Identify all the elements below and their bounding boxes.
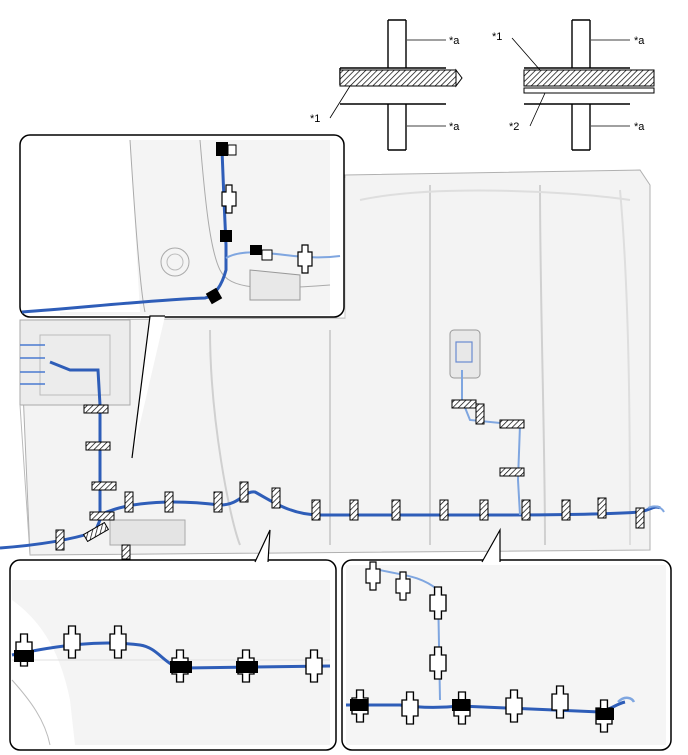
legend-left-part1: *1 bbox=[310, 113, 320, 125]
legend-right-top-a: *a bbox=[634, 35, 645, 47]
detail-callout-bottom-left bbox=[9, 559, 337, 751]
legend-left-top-a: *a bbox=[449, 35, 460, 47]
detail-callout-bottom-right bbox=[341, 559, 672, 751]
callout-pointer-bottom-left bbox=[254, 529, 271, 563]
detail-callout-top-left bbox=[19, 134, 345, 318]
main-clamps bbox=[55, 399, 645, 560]
legend-right-bottom-a: *a bbox=[634, 121, 645, 133]
legend-right-part2: *2 bbox=[509, 121, 519, 133]
legend-left: *a *a *1 bbox=[310, 19, 463, 151]
callout-pointer-top-left bbox=[131, 315, 165, 459]
legend-right-part1: *1 bbox=[492, 31, 502, 43]
callout-pointer-bottom-right bbox=[481, 527, 501, 563]
roof-panel bbox=[19, 169, 651, 556]
legend-left-bottom-a: *a bbox=[449, 121, 460, 133]
legend-right: *a *a *1 *2 bbox=[492, 19, 655, 151]
